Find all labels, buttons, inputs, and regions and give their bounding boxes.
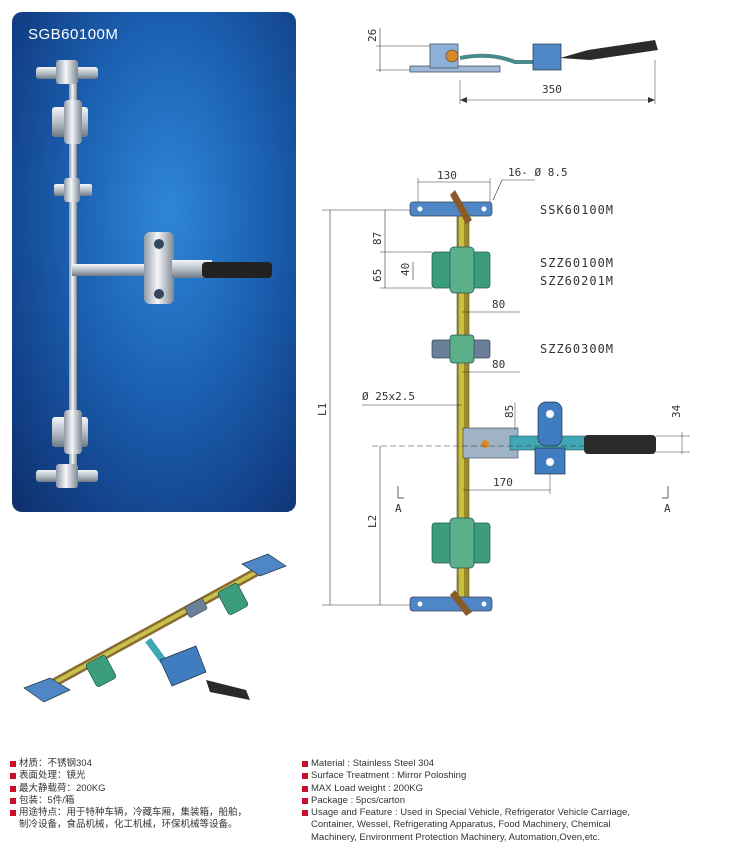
spec-material-cn: 材质：不锈钢304 — [10, 758, 290, 770]
dim-40: 40 — [399, 263, 412, 276]
dim-80b: 80 — [492, 358, 505, 371]
dim-65: 65 — [371, 269, 384, 282]
dim-diameter: Ø 25x2.5 — [362, 390, 415, 403]
isometric-render — [23, 553, 287, 703]
part-ssk60100m: SSK60100M — [540, 203, 614, 217]
spec-usage-en-cont2: Machinery, Environment Protection Machin… — [311, 831, 601, 843]
model-title: SGB60100M — [28, 26, 119, 43]
spec-usage-cn: 用途特点：用于特种车辆，冷藏车厢，集装箱，船舶， — [10, 807, 290, 819]
spec-load-cn: 最大静载荷：200KG — [10, 783, 290, 795]
spec-package-cn: 包装：5件/箱 — [10, 795, 290, 807]
dim-34: 34 — [670, 404, 683, 418]
spec-usage-en-cont1: Container, Wessel, Refrigerating Apparat… — [311, 819, 611, 831]
dim-80a: 80 — [492, 298, 505, 311]
specs-chinese: 材质：不锈钢304 表面处理：镜光 最大静载荷：200KG 包装：5件/箱 用途… — [10, 758, 290, 832]
spec-surface-cn: 表面处理：镜光 — [10, 770, 290, 782]
dim-l2: L2 — [366, 515, 379, 528]
spec-usage-en: Usage and Feature : Used in Special Vehi… — [302, 807, 722, 819]
section-a-right: A — [664, 502, 671, 515]
dim-170: 170 — [493, 476, 513, 489]
section-a-left: A — [395, 502, 402, 515]
part-szz60300m: SZZ60300M — [540, 342, 614, 356]
dim-26: 26 — [366, 29, 379, 42]
product-photo — [36, 60, 272, 488]
spec-usage-cn-cont: 制冷设备，食品机械，化工机械，环保机械等设备。 — [19, 819, 238, 831]
dim-130: 130 — [437, 169, 457, 182]
part-szz60100m: SZZ60100M — [540, 256, 614, 270]
technical-drawing: 26 350 — [316, 28, 690, 616]
spec-load-en: MAX Load weight : 200KG — [302, 783, 722, 795]
dim-87: 87 — [371, 232, 384, 245]
dim-holes: 16- Ø 8.5 — [508, 166, 568, 179]
product-photo-card: SGB60100M — [12, 12, 296, 512]
spec-material-en: Material : Stainless Steel 304 — [302, 758, 722, 770]
dim-85: 85 — [503, 405, 516, 418]
specs-english: Material : Stainless Steel 304 Surface T… — [302, 758, 722, 844]
spec-surface-en: Surface Treatment : Mirror Poloshing — [302, 770, 722, 782]
side-view — [376, 28, 658, 104]
part-szz60201m: SZZ60201M — [540, 274, 614, 288]
spec-package-en: Package : 5pcs/carton — [302, 795, 722, 807]
dim-350: 350 — [542, 83, 562, 96]
front-view — [322, 178, 690, 616]
dim-l1: L1 — [316, 403, 329, 416]
